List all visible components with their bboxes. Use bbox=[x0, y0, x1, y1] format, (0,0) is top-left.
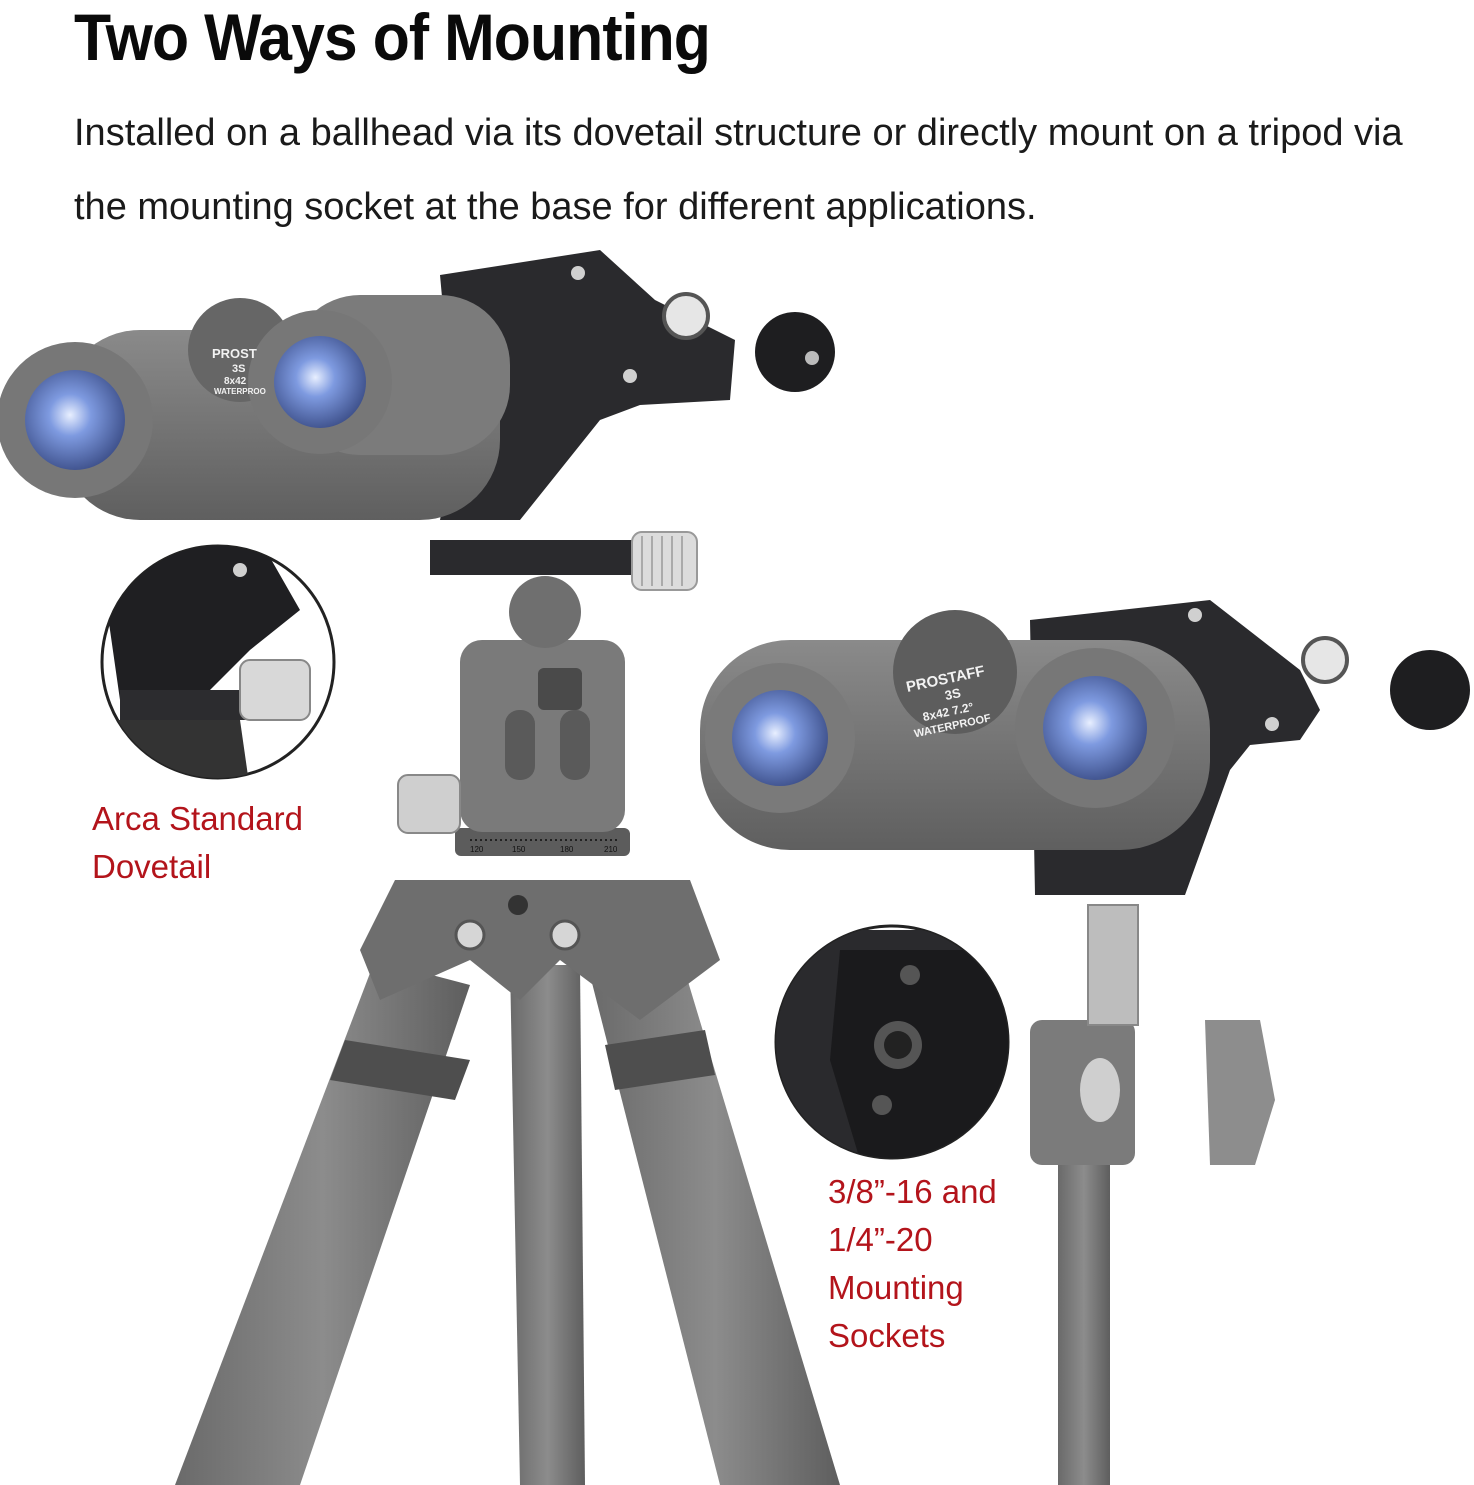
ballhead-ball bbox=[509, 576, 581, 648]
tripod-assembly: 120 150 180 210 bbox=[175, 531, 840, 1485]
svg-text:120: 120 bbox=[470, 845, 484, 854]
lens-left-1 bbox=[25, 370, 125, 470]
ballhead-knob bbox=[397, 774, 461, 834]
svg-text:WATERPROO: WATERPROO bbox=[214, 387, 266, 396]
ballhead-body bbox=[460, 640, 625, 832]
clamp-knob bbox=[631, 531, 698, 591]
bracket-knob bbox=[755, 312, 835, 392]
tripod-spider bbox=[360, 880, 720, 1020]
svg-text:210: 210 bbox=[604, 845, 618, 854]
tripod-leg-left bbox=[175, 960, 470, 1485]
callout-sockets-line-2: 1/4”-20 bbox=[828, 1221, 933, 1258]
lens-right-2 bbox=[1043, 676, 1147, 780]
arca-clamp bbox=[430, 540, 680, 575]
callout-sockets-line-4: Sockets bbox=[828, 1317, 946, 1354]
tripod-leg-right bbox=[590, 955, 840, 1485]
svg-text:3S: 3S bbox=[943, 685, 962, 703]
panning-base bbox=[455, 828, 630, 856]
svg-text:PROST: PROST bbox=[212, 346, 257, 361]
stand-spigot bbox=[1087, 904, 1139, 1026]
binoculars-left: PROST 3S 8x42 WATERPROO bbox=[0, 295, 510, 520]
svg-text:8x42: 8x42 bbox=[224, 376, 247, 387]
page-subtitle: Installed on a ballhead via its dovetail… bbox=[74, 112, 1403, 228]
lens-left-2 bbox=[274, 336, 366, 428]
callout-arca-line-2: Dovetail bbox=[92, 848, 212, 885]
binocular-bracket-left bbox=[440, 250, 835, 520]
callout-arca-line-1: Arca Standard bbox=[92, 800, 303, 837]
stand-knob bbox=[1205, 1020, 1275, 1165]
panning-scale: 120 150 180 210 bbox=[470, 839, 620, 854]
svg-text:150: 150 bbox=[512, 845, 526, 854]
bracket-knob-right bbox=[1390, 650, 1470, 730]
binoculars-right: PROSTAFF 3S 8x42 7.2° WATERPROOF bbox=[700, 610, 1210, 850]
svg-text:3S: 3S bbox=[232, 363, 245, 375]
callout-sockets-line-1: 3/8”-16 and bbox=[828, 1173, 997, 1210]
detail-circle-sockets bbox=[774, 924, 1010, 1160]
tripod-leg-center bbox=[510, 965, 585, 1485]
svg-text:180: 180 bbox=[560, 845, 574, 854]
stand-pole bbox=[1058, 1150, 1110, 1485]
detail-circle-arca bbox=[100, 544, 336, 780]
callout-mounting-sockets: 3/8”-16 and 1/4”-20 Mounting Sockets bbox=[828, 1168, 997, 1360]
callout-sockets-line-3: Mounting bbox=[828, 1269, 964, 1306]
lens-right-1 bbox=[732, 690, 828, 786]
page-title: Two Ways of Mounting bbox=[74, 0, 711, 74]
callout-arca-dovetail: Arca Standard Dovetail bbox=[92, 795, 303, 891]
